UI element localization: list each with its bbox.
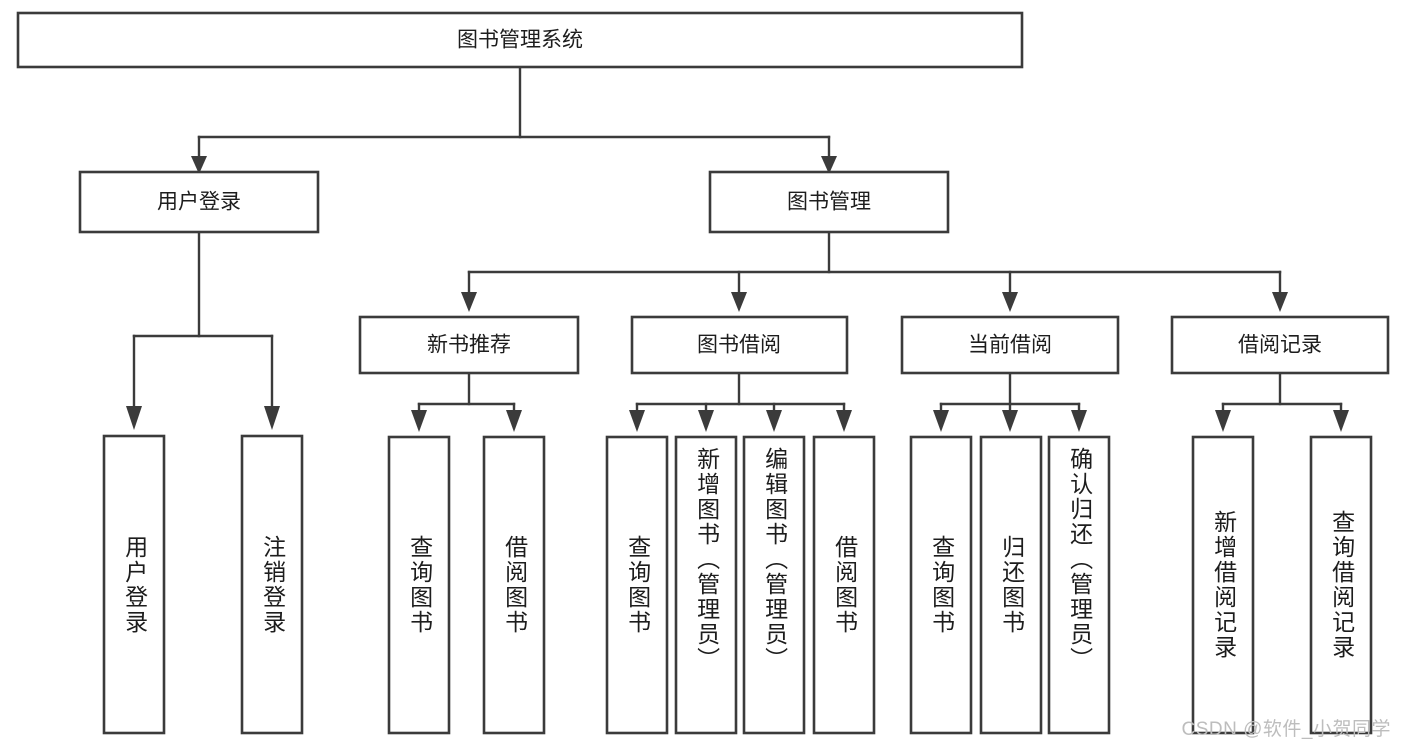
leaf-query-record-box[interactable] xyxy=(1309,435,1373,735)
connector-group-user-login xyxy=(126,230,280,430)
node-book-management-label: 图书管理 xyxy=(787,191,871,214)
node-root-box[interactable] xyxy=(16,11,1024,69)
arrow-head-leaf-borrow-book-2 xyxy=(836,410,852,432)
node-book-management[interactable]: 图书管理 xyxy=(708,170,950,234)
connector-group-book-mgmt xyxy=(461,230,1288,312)
arrow-head-leaf-query-book-2 xyxy=(629,410,645,432)
node-current-borrow-box[interactable] xyxy=(900,315,1120,375)
node-root-label: 图书管理系统 xyxy=(457,29,583,52)
leaf-add-book-box[interactable] xyxy=(674,435,738,735)
connector-group-current-borrow xyxy=(933,371,1087,432)
node-borrow-record-box[interactable] xyxy=(1170,315,1390,375)
leaf-confirm-return-box[interactable] xyxy=(1047,435,1111,735)
arrow-head-leaf-borrow-book-1 xyxy=(506,410,522,432)
arrow-head-leaf-logout xyxy=(264,406,280,430)
leaf-borrow-book-new-box[interactable] xyxy=(482,435,546,735)
node-new-book-recommend-label: 新书推荐 xyxy=(427,334,511,357)
arrow-head-leaf-user-login xyxy=(126,406,142,430)
node-book-borrow-label: 图书借阅 xyxy=(697,334,781,357)
leaf-query-book-borrow-box[interactable] xyxy=(605,435,669,735)
leaf-query-record[interactable] xyxy=(1309,435,1373,735)
leaf-edit-book-box[interactable] xyxy=(742,435,806,735)
leaf-borrow-book-new[interactable] xyxy=(482,435,546,735)
node-new-book-recommend[interactable]: 新书推荐 xyxy=(358,315,580,375)
arrow-head-leaf-confirm-return xyxy=(1071,410,1087,432)
node-user-login-box[interactable] xyxy=(78,170,320,234)
arrow-head-leaf-query-record xyxy=(1333,410,1349,432)
leaf-edit-book[interactable] xyxy=(742,435,806,735)
arrow-head-current-borrow xyxy=(1002,292,1018,312)
node-root[interactable]: 图书管理系统 xyxy=(16,11,1024,69)
leaf-logout-box[interactable] xyxy=(240,434,304,735)
leaf-borrow-book-box[interactable] xyxy=(812,435,876,735)
arrow-head-new-book xyxy=(461,292,477,312)
arrow-head-leaf-add-book xyxy=(698,410,714,432)
arrow-head-leaf-query-book-3 xyxy=(933,410,949,432)
arrow-head-borrow-record xyxy=(1272,292,1288,312)
leaf-user-login[interactable] xyxy=(102,434,166,735)
leaf-borrow-book[interactable] xyxy=(812,435,876,735)
leaf-add-record-box[interactable] xyxy=(1191,435,1255,735)
leaf-return-book[interactable] xyxy=(979,435,1043,735)
arrow-head-leaf-edit-book xyxy=(766,410,782,432)
node-book-management-box[interactable] xyxy=(708,170,950,234)
leaf-add-book[interactable] xyxy=(674,435,738,735)
leaf-return-book-box[interactable] xyxy=(979,435,1043,735)
connector-group-book-borrow xyxy=(629,371,852,432)
connector-group-root xyxy=(191,65,837,174)
node-book-borrow-box[interactable] xyxy=(630,315,849,375)
leaf-query-book-new-box[interactable] xyxy=(387,435,451,735)
arrow-head-leaf-return-book xyxy=(1002,410,1018,432)
node-current-borrow-label: 当前借阅 xyxy=(968,334,1052,357)
arrow-head-user-login xyxy=(191,156,207,174)
leaf-query-book-new[interactable] xyxy=(387,435,451,735)
leaf-add-record[interactable] xyxy=(1191,435,1255,735)
connector-group-borrow-record xyxy=(1215,371,1349,432)
leaf-logout[interactable] xyxy=(240,434,304,735)
node-book-borrow[interactable]: 图书借阅 xyxy=(630,315,849,375)
leaf-query-book-current[interactable] xyxy=(909,435,973,735)
node-current-borrow[interactable]: 当前借阅 xyxy=(900,315,1120,375)
arrow-head-book-borrow xyxy=(731,292,747,312)
node-borrow-record[interactable]: 借阅记录 xyxy=(1170,315,1390,375)
arrow-head-leaf-add-record xyxy=(1215,410,1231,432)
node-user-login-label: 用户登录 xyxy=(157,191,241,214)
leaf-confirm-return[interactable] xyxy=(1047,435,1111,735)
leaf-query-book-borrow[interactable] xyxy=(605,435,669,735)
connector-group-new-book xyxy=(411,371,522,432)
leaf-user-login-box[interactable] xyxy=(102,434,166,735)
arrow-head-leaf-query-book-1 xyxy=(411,410,427,432)
leaf-query-book-current-box[interactable] xyxy=(909,435,973,735)
node-new-book-recommend-box[interactable] xyxy=(358,315,580,375)
arrow-head-book-mgmt xyxy=(821,156,837,174)
watermark-csdn: CSDN @软件_小贺同学 xyxy=(1181,719,1391,740)
node-borrow-record-label: 借阅记录 xyxy=(1238,334,1322,357)
node-user-login[interactable]: 用户登录 xyxy=(78,170,320,234)
